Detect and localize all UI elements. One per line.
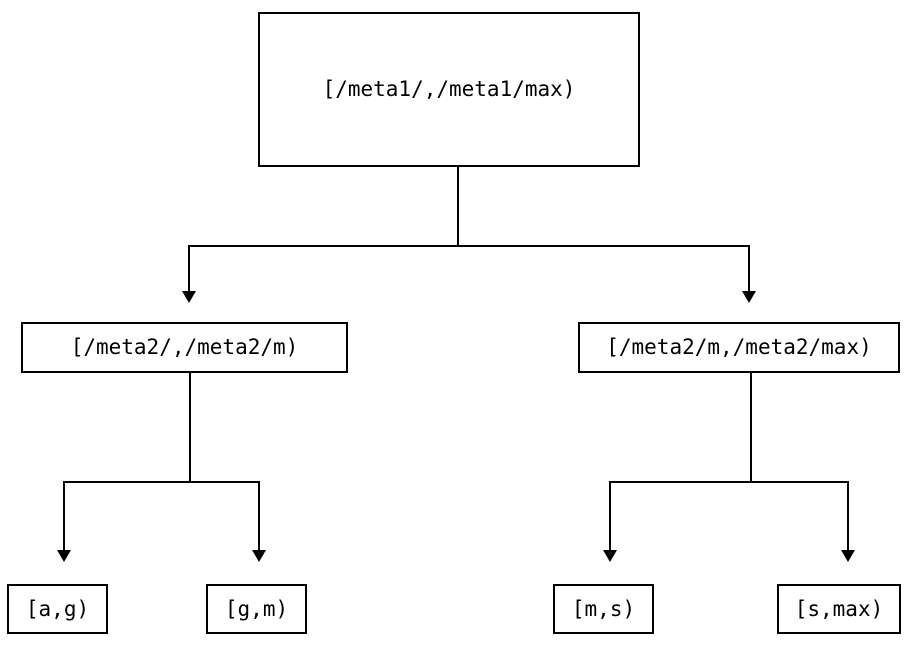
node-leaf-a-g[interactable]: [a,g): [7, 584, 108, 634]
node-leaf-s-max[interactable]: [s,max): [777, 584, 901, 634]
edge-mid-right-to-leaf4-drop: [847, 481, 849, 551]
edge-mid-left-stem: [189, 373, 191, 483]
arrowhead-mid-right-to-leaf4: [841, 550, 855, 562]
edge-mid-right-bar: [609, 481, 849, 483]
edge-mid-left-to-leaf1-drop: [63, 481, 65, 551]
node-leaf-g-m-label: [g,m): [224, 596, 289, 621]
node-leaf-s-max-label: [s,max): [794, 596, 884, 621]
arrowhead-mid-left-to-leaf2: [252, 550, 266, 562]
node-mid-left-label: [/meta2/,/meta2/m): [70, 335, 299, 359]
edge-root-stem: [457, 167, 459, 246]
node-leaf-m-s-label: [m,s): [571, 596, 636, 621]
node-mid-right-label: [/meta2/m,/meta2/max): [606, 335, 872, 359]
node-root-label: [/meta1/,/meta1/max): [322, 77, 576, 101]
edge-root-bar: [188, 245, 750, 247]
node-leaf-g-m[interactable]: [g,m): [206, 584, 307, 634]
edge-mid-left-bar: [63, 481, 260, 483]
arrowhead-root-to-mid-right: [742, 291, 756, 303]
arrowhead-root-to-mid-left: [182, 291, 196, 303]
edge-mid-right-stem: [750, 373, 752, 483]
edge-root-to-mid-right-drop: [748, 245, 750, 292]
arrowhead-mid-right-to-leaf3: [603, 550, 617, 562]
node-mid-left[interactable]: [/meta2/,/meta2/m): [21, 322, 348, 373]
node-root[interactable]: [/meta1/,/meta1/max): [258, 12, 640, 167]
node-leaf-a-g-label: [a,g): [25, 596, 90, 621]
edge-mid-right-to-leaf3-drop: [609, 481, 611, 551]
node-leaf-m-s[interactable]: [m,s): [553, 584, 654, 634]
node-mid-right[interactable]: [/meta2/m,/meta2/max): [578, 322, 900, 373]
edge-mid-left-to-leaf2-drop: [258, 481, 260, 551]
edge-root-to-mid-left-drop: [188, 245, 190, 292]
arrowhead-mid-left-to-leaf1: [57, 550, 71, 562]
